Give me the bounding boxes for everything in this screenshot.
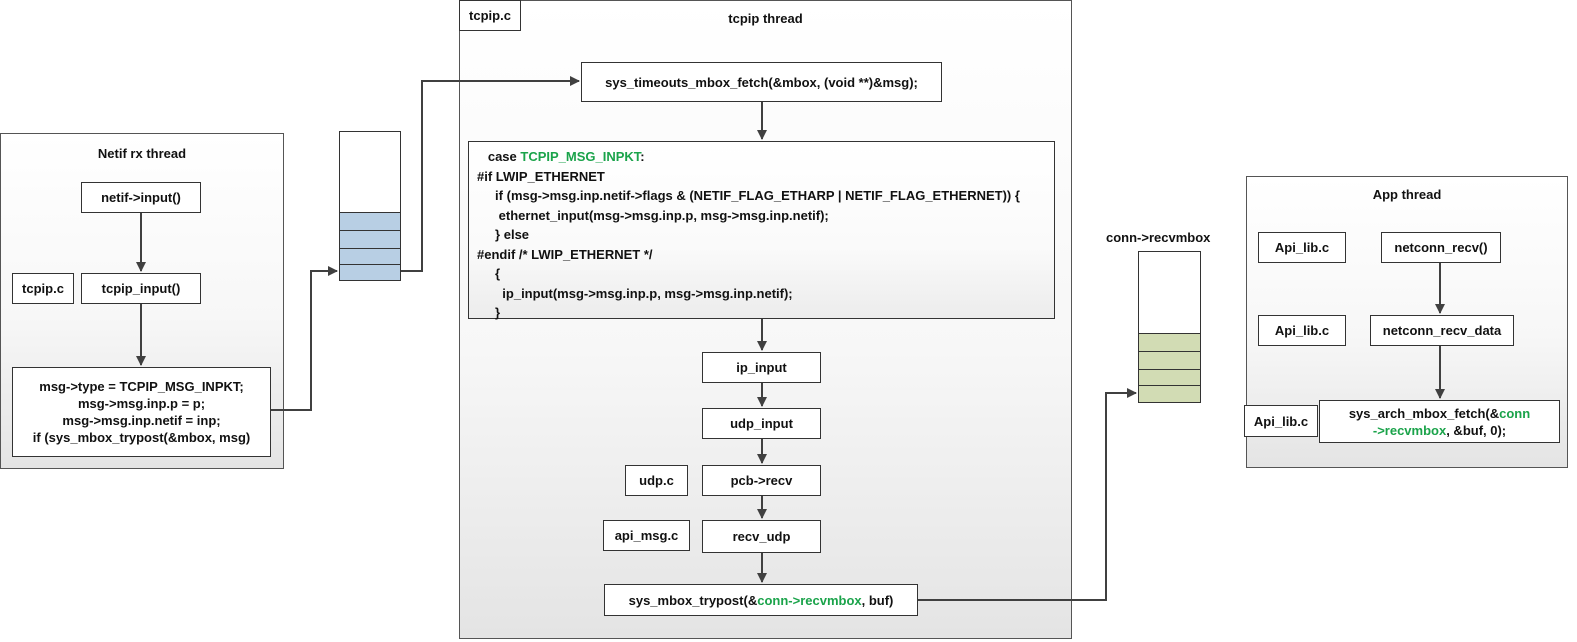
tcpip-c-panel-tag: tcpip.c <box>459 0 521 31</box>
msg-post-line-3: msg->msg.inp.netif = inp; <box>62 413 221 428</box>
tcpip-c-file-tag: tcpip.c <box>12 273 74 304</box>
sys-arch-mbox-fetch-box: sys_arch_mbox_fetch(&conn ->recvmbox, &b… <box>1319 400 1560 443</box>
mbox-slot <box>340 248 400 264</box>
code-line-ethernet-input: ethernet_input(msg->msg.inp.p, msg->msg.… <box>477 207 829 223</box>
recvmbox-slot <box>1139 351 1200 369</box>
tcpip-thread-title: tcpip thread <box>728 11 803 26</box>
msg-post-line-1: msg->type = TCPIP_MSG_INPKT; <box>39 379 244 394</box>
code-line-else: } else <box>477 227 530 242</box>
ip-input-box: ip_input <box>702 352 821 383</box>
mbox-queue <box>339 131 401 281</box>
code-line-close-brace: } <box>477 305 501 320</box>
api-lib-c-file-tag-1: Api_lib.c <box>1258 232 1346 263</box>
msg-post-box: msg->type = TCPIP_MSG_INPKT; msg->msg.in… <box>12 367 271 457</box>
conn-recvmbox-keyword: conn->recvmbox <box>757 592 862 608</box>
recvmbox-keyword: ->recvmbox <box>1372 422 1447 438</box>
tcpip-msg-inpkt-code-box: case TCPIP_MSG_INPKT: #if LWIP_ETHERNET … <box>468 141 1055 320</box>
msg-post-line-2: msg->msg.inp.p = p; <box>77 396 206 411</box>
conn-keyword: conn <box>1499 405 1531 421</box>
arrow-mbox-to-fetch <box>401 76 580 272</box>
mbox-slot <box>340 230 400 248</box>
code-line-open-brace: { <box>477 266 501 281</box>
code-line-if-ethernet: #if LWIP_ETHERNET <box>477 168 605 184</box>
netconn-recv-box: netconn_recv() <box>1381 232 1501 263</box>
recvmbox-label: conn->recvmbox <box>1106 230 1211 245</box>
code-line-ip-input: ip_input(msg->msg.inp.p, msg->msg.inp.ne… <box>477 285 793 301</box>
api-lib-c-file-tag-2: Api_lib.c <box>1258 315 1346 346</box>
udp-input-box: udp_input <box>702 408 821 439</box>
tcpip-msg-inpkt-keyword: TCPIP_MSG_INPKT <box>520 149 641 164</box>
netif-input-box: netif->input() <box>81 182 201 213</box>
mbox-slot <box>340 212 400 230</box>
sys-mbox-trypost-box: sys_mbox_trypost(&conn->recvmbox, buf) <box>604 584 918 616</box>
api-lib-c-file-tag-3: Api_lib.c <box>1244 405 1318 437</box>
mbox-slot <box>340 264 400 281</box>
code-line-flags-check: if (msg->msg.inp.netif->flags & (NETIF_F… <box>477 188 1020 203</box>
pcb-recv-box: pcb->recv <box>702 465 821 496</box>
code-line-case: case TCPIP_MSG_INPKT: <box>477 149 645 164</box>
netif-rx-thread-title: Netif rx thread <box>97 146 187 161</box>
tcpip-input-box: tcpip_input() <box>81 273 201 304</box>
recvmbox-slot <box>1139 369 1200 385</box>
udp-c-file-tag: udp.c <box>625 465 688 496</box>
code-line-endif: #endif /* LWIP_ETHERNET */ <box>477 246 653 262</box>
recv-udp-box: recv_udp <box>702 520 821 553</box>
recvmbox-slot <box>1139 333 1200 351</box>
arrow-msg-post-to-mbox <box>271 266 338 411</box>
msg-post-line-4: if (sys_mbox_trypost(&mbox, msg) <box>32 430 251 445</box>
sys-timeouts-mbox-fetch-box: sys_timeouts_mbox_fetch(&mbox, (void **)… <box>581 62 942 102</box>
app-thread-title: App thread <box>1372 187 1442 202</box>
api-msg-c-file-tag: api_msg.c <box>603 520 690 551</box>
recvmbox-queue <box>1138 251 1201 403</box>
netconn-recv-data-box: netconn_recv_data <box>1370 315 1514 346</box>
recvmbox-slot <box>1139 385 1200 403</box>
arrow-trypost-to-recvmbox <box>918 388 1137 601</box>
